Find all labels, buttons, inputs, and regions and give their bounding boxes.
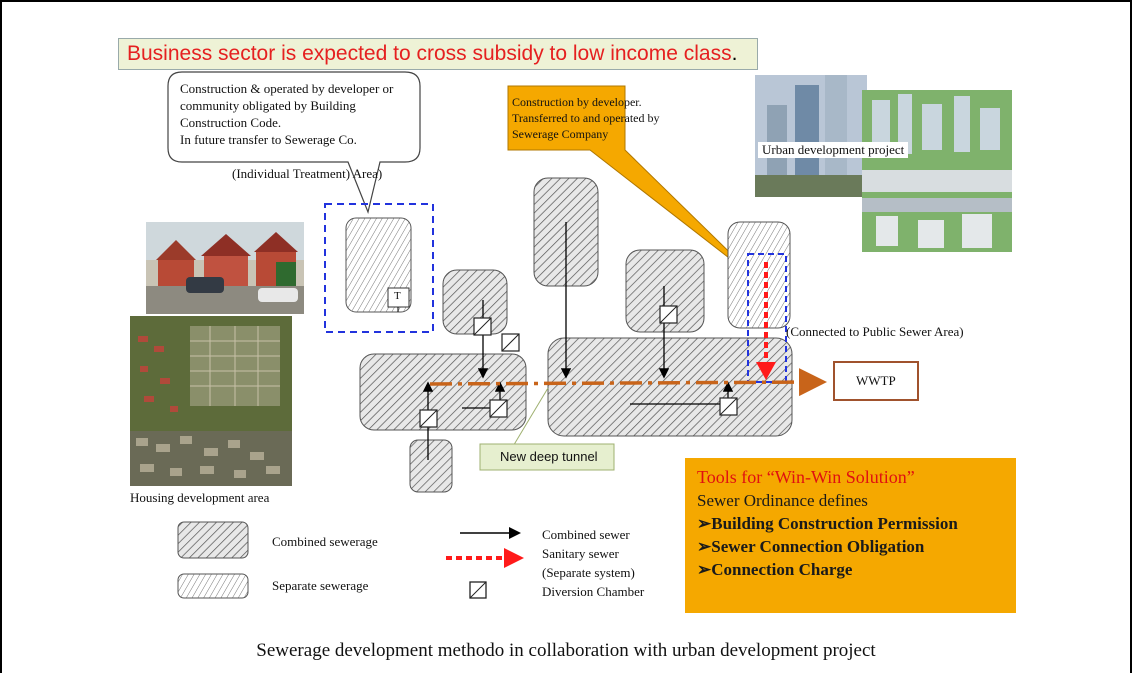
connected-area-label: (Connected to Public Sewer Area) xyxy=(786,324,964,339)
legend-sanitary-sewer-arrowhead xyxy=(504,548,524,568)
banner: Business sector is expected to cross sub… xyxy=(118,38,758,70)
sanitary-sewer-arrowhead xyxy=(756,362,776,380)
tools-box: Tools for “Win-Win Solution” Sewer Ordin… xyxy=(685,458,1016,613)
wwtp-label: WWTP xyxy=(856,373,896,388)
left-callout-bubble xyxy=(167,71,421,214)
legend-separate-swatch xyxy=(177,573,249,599)
houses-photo-art xyxy=(146,222,304,314)
tank-label: T xyxy=(394,290,401,302)
diversion-chamber-diagonals xyxy=(419,305,738,428)
legend-separate-system-label: (Separate system) xyxy=(542,565,635,580)
combined-block-main xyxy=(547,337,793,437)
left-callout-line-3: Construction Code. xyxy=(180,115,282,130)
individual-area-label: (Individual Treatment) Area) xyxy=(232,166,383,181)
banner-text: Business sector is expected to cross sub… xyxy=(127,42,732,65)
legend-sanitary-sewer-label: Sanitary sewer xyxy=(542,546,619,561)
banner-period: . xyxy=(731,42,738,65)
legend-combined-sewerage-label: Combined sewerage xyxy=(272,534,378,549)
tools-subtitle: Sewer Ordinance defines xyxy=(697,491,868,510)
orange-callout-line-3: Sewerage Company xyxy=(512,127,609,141)
orange-callout-line-2: Transferred to and operated by xyxy=(512,111,660,125)
slide-caption: Sewerage development methodo in collabor… xyxy=(256,640,876,661)
tools-item-3: ➢Connection Charge xyxy=(697,560,853,579)
tools-item-1: ➢Building Construction Permission xyxy=(697,514,958,533)
combined-block-left xyxy=(359,353,527,431)
individual-treatment-area xyxy=(324,203,434,333)
left-callout-line-4: In future transfer to Sewerage Co. xyxy=(180,132,357,147)
aerial-photo-art xyxy=(130,316,292,486)
aerial-photo xyxy=(130,316,292,486)
combined-block-mid xyxy=(625,249,705,333)
urban-photo-art xyxy=(862,90,1012,252)
legend-combined-swatch xyxy=(177,521,249,559)
left-callout-line-1: Construction & operated by developer or xyxy=(180,81,394,96)
tools-title: Tools for “Win-Win Solution” xyxy=(697,467,915,487)
legend-combined-sewer-label: Combined sewer xyxy=(542,527,630,542)
housing-area-label: Housing development area xyxy=(130,490,270,505)
deep-tunnel-label: New deep tunnel xyxy=(500,449,598,464)
towers-photo-art xyxy=(755,75,867,197)
urban-photo xyxy=(862,90,1012,252)
combined-block-bottom xyxy=(409,439,453,493)
connected-area-dashed xyxy=(747,253,787,383)
deep-tunnel-pointer xyxy=(511,387,549,449)
legend-diversion-chamber-label: Diversion Chamber xyxy=(542,584,645,599)
houses-photo xyxy=(146,222,304,314)
orange-callout-line-1: Construction by developer. xyxy=(512,95,642,109)
orange-callout-text: Construction by developer. Transferred t… xyxy=(512,94,660,142)
legend-diversion-chamber-diagonal xyxy=(469,581,487,599)
left-callout-text: Construction & operated by developer or … xyxy=(180,80,420,148)
left-callout-line-2: community obligated by Building xyxy=(180,98,356,113)
towers-photo xyxy=(755,75,867,197)
deep-tunnel-line xyxy=(429,368,827,397)
wwtp-box xyxy=(833,361,919,401)
urban-project-label: Urban development project xyxy=(758,142,909,158)
tools-item-2: ➢Sewer Connection Obligation xyxy=(697,537,925,556)
separate-block-connected xyxy=(727,221,791,329)
legend-separate-sewerage-label: Separate sewerage xyxy=(272,578,369,593)
deep-tunnel-label-box xyxy=(479,443,615,471)
